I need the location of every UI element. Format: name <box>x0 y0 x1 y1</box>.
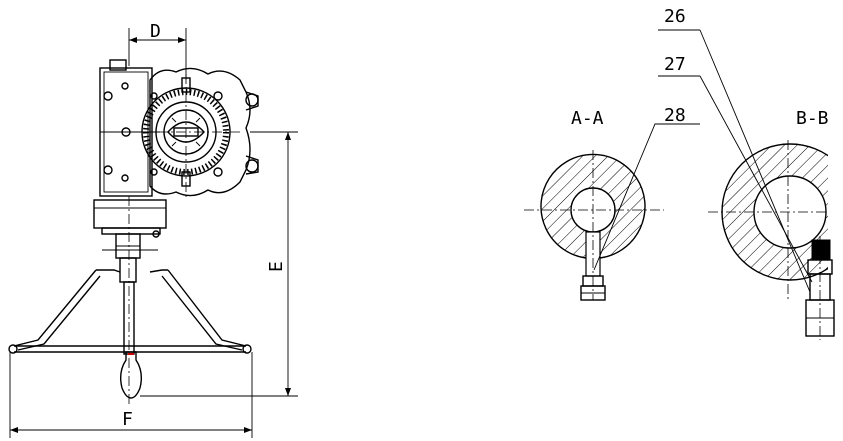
section-aa: A-A 28 <box>524 105 700 301</box>
part-28-label: 28 <box>664 105 686 126</box>
section-bb: B-B 26 27 <box>658 6 835 340</box>
dim-d-label: D <box>150 21 161 42</box>
section-bb-label: B-B <box>796 108 829 129</box>
handwheel-rim <box>8 269 252 399</box>
dimension-f: F <box>9 352 253 438</box>
dim-e-label: E <box>266 261 287 272</box>
part-26-label: 26 <box>664 6 686 27</box>
section-aa-label: A-A <box>571 108 604 129</box>
front-view: D E F <box>8 21 298 438</box>
gearbox-housing <box>99 59 160 197</box>
dimension-d: D <box>128 21 187 80</box>
dim-f-label: F <box>122 409 133 430</box>
dimension-e: E <box>140 131 298 397</box>
part-27-label: 27 <box>664 54 686 75</box>
lower-flange <box>93 199 167 229</box>
gearbox-flange <box>149 67 251 197</box>
